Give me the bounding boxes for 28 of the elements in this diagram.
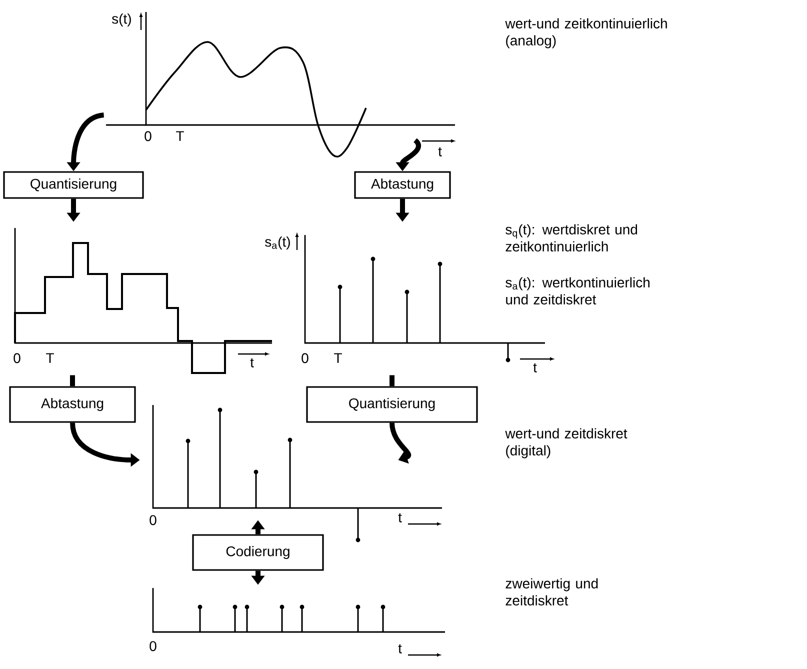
process-box: Codierung (192, 534, 324, 571)
node-label: t (398, 513, 402, 522)
description-text: s$_{a}$(t): wertkontinuierlich und zeitdiskret (506, 277, 650, 304)
node-label: s(t) (112, 13, 131, 27)
node-label: t (533, 363, 537, 372)
node-label: 0 (14, 353, 20, 364)
node-label: t (398, 644, 402, 654)
process-box: Quantisierung (3, 171, 144, 199)
node-label: 0 (150, 515, 156, 526)
node-label: s$_{a}$(t) (265, 236, 290, 250)
node-label: T (334, 353, 342, 363)
process-box: Quantisierung (306, 386, 478, 423)
signal-plot: 0 t (150, 588, 445, 656)
process-box: Abtastung (354, 171, 451, 199)
description-text: s$_{q}$(t): wertdiskret und zeitkontinuierlich (506, 224, 638, 252)
description-text: wert-und zeitdiskret (digital) (505, 428, 628, 458)
process-box: Abtastung (9, 386, 136, 423)
node-label: t (438, 147, 442, 156)
description-text: zweiwertig und zeitdiskret (506, 578, 598, 606)
node-label: 0 (144, 131, 152, 142)
node-label: 0 (150, 641, 156, 652)
signal-plot: s(t) 0 T t (106, 12, 455, 158)
node-label: T (46, 353, 54, 363)
arrow (390, 422, 411, 464)
node-label: t (250, 358, 254, 368)
node-label: T (176, 131, 184, 141)
node-label: 0 (302, 353, 308, 364)
description-text: wert-und zeitkontinuierlich (analog) (505, 18, 667, 48)
